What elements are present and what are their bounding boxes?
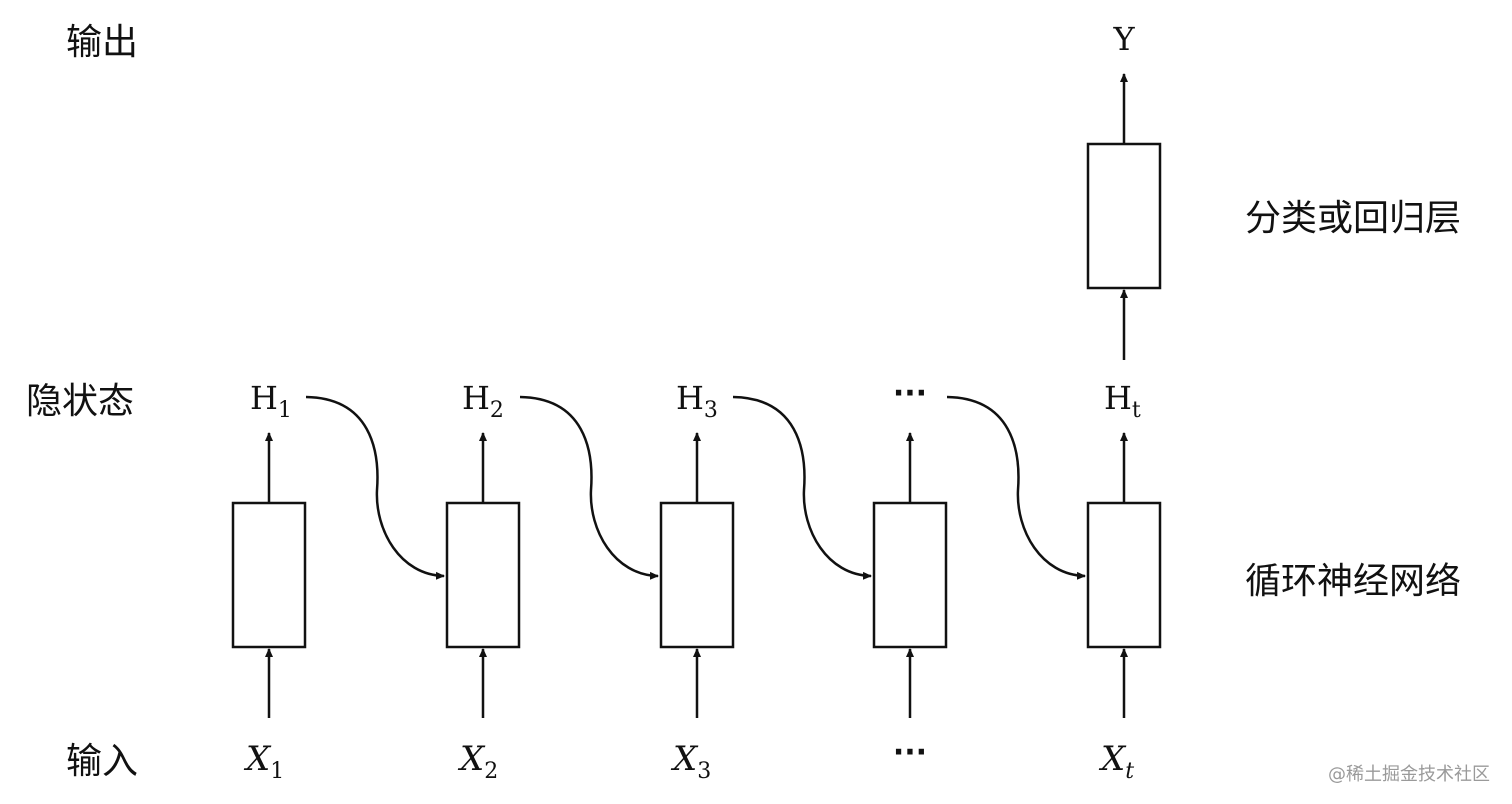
watermark: @稀土掘金技术社区 xyxy=(1328,764,1490,785)
input-ellipsis: ··· xyxy=(893,735,927,770)
hidden-state-label: H2 xyxy=(462,379,504,423)
input-row-label: 输入 xyxy=(66,741,138,782)
rnn-cell-box xyxy=(659,501,735,649)
rnn-cell-box xyxy=(1086,501,1162,649)
timestep-ellipsis: ··· ··· xyxy=(872,376,948,770)
hidden-state-row-label: 隐状态 xyxy=(26,381,134,422)
recurrent-arrow-2-to-3 xyxy=(519,395,659,580)
output-row-label: 输出 xyxy=(66,22,138,63)
rnn-cell-box xyxy=(872,501,948,649)
recurrent-arrow-1-to-2 xyxy=(305,395,445,580)
classifier-layer-label: 分类或回归层 xyxy=(1245,198,1461,239)
input-label: X2 xyxy=(457,739,498,784)
timestep-t: Ht Xt xyxy=(1086,379,1162,784)
input-label: Xt xyxy=(1098,739,1134,784)
output-node-y: Y xyxy=(1112,20,1135,58)
hidden-state-ellipsis: ··· xyxy=(893,376,927,411)
input-label: X1 xyxy=(243,739,284,784)
input-label: X3 xyxy=(670,739,711,784)
rnn-layer-label: 循环神经网络 xyxy=(1245,561,1461,602)
timestep-2: H2 X2 xyxy=(445,379,521,784)
hidden-state-label: Ht xyxy=(1104,379,1141,423)
timestep-3: H3 X3 xyxy=(659,379,735,784)
recurrent-arrow-3-to-ellipsis xyxy=(732,395,872,580)
hidden-state-label: H3 xyxy=(676,379,718,423)
rnn-cell-box xyxy=(445,501,521,649)
classifier-box xyxy=(1086,142,1162,290)
rnn-cell-box xyxy=(231,501,307,649)
timestep-1: H1 X1 xyxy=(231,379,307,784)
hidden-state-label: H1 xyxy=(250,379,292,423)
recurrent-arrow-ellipsis-to-t xyxy=(946,395,1086,580)
